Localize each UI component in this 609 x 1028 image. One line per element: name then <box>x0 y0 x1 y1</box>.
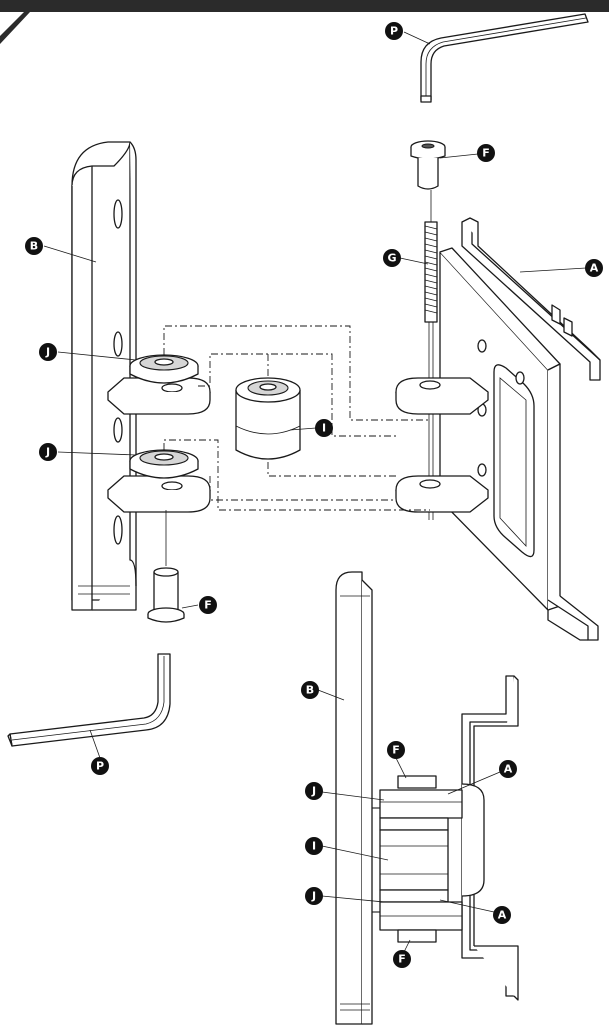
bolt-top <box>410 140 446 190</box>
label-f-top: F <box>477 144 495 162</box>
allen-key-left <box>7 653 171 747</box>
assembly-guide-lines <box>163 325 430 511</box>
label-f-assembled-top: F <box>387 741 405 759</box>
threaded-rod <box>424 190 438 520</box>
bearing-j-lower <box>129 449 199 479</box>
svg-text:P: P <box>96 760 104 773</box>
svg-text:A: A <box>504 763 513 776</box>
label-j-lower: J <box>39 443 57 461</box>
svg-text:F: F <box>482 147 490 160</box>
assembled-hinge-stack <box>372 775 463 943</box>
label-g: G <box>383 249 401 267</box>
assembled-bracket-a <box>461 675 519 1001</box>
assembled-plate-b <box>335 571 373 1025</box>
label-j-upper: J <box>39 343 57 361</box>
svg-text:A: A <box>590 262 599 275</box>
label-b-left: B <box>25 237 43 255</box>
plate-b-tabs <box>107 377 211 513</box>
svg-text:F: F <box>392 744 400 757</box>
label-j-assembled-top: J <box>305 782 323 800</box>
svg-text:F: F <box>204 599 212 612</box>
svg-text:I: I <box>322 422 326 435</box>
svg-text:J: J <box>311 785 316 798</box>
svg-text:B: B <box>30 240 38 253</box>
label-a-assembled-top: A <box>499 760 517 778</box>
label-i-assembled: I <box>305 837 323 855</box>
label-a-top: A <box>585 259 603 277</box>
bearing-j-upper <box>129 354 199 384</box>
header-strip <box>0 0 609 44</box>
svg-text:J: J <box>45 346 50 359</box>
label-f-lower: F <box>199 596 217 614</box>
svg-text:G: G <box>387 252 396 265</box>
allen-key-top <box>420 13 589 103</box>
bracket-a-exploded <box>439 217 601 641</box>
label-a-assembled-bottom: A <box>493 906 511 924</box>
label-p-top: P <box>385 22 403 40</box>
label-j-assembled-bottom: J <box>305 887 323 905</box>
leader-lines <box>43 31 587 953</box>
svg-text:B: B <box>306 684 314 697</box>
plate-b-exploded <box>71 141 137 611</box>
svg-text:J: J <box>311 890 316 903</box>
spacer-i <box>235 377 301 460</box>
svg-text:I: I <box>312 840 316 853</box>
svg-text:J: J <box>45 446 50 459</box>
svg-text:P: P <box>390 25 398 38</box>
label-p-left: P <box>91 757 109 775</box>
bracket-a-knuckles <box>395 377 489 513</box>
svg-text:F: F <box>398 953 406 966</box>
label-b-assembled: B <box>301 681 319 699</box>
svg-text:A: A <box>498 909 507 922</box>
label-f-assembled-bottom: F <box>393 950 411 968</box>
bolt-lower <box>147 510 185 623</box>
label-i-mid: I <box>315 419 333 437</box>
